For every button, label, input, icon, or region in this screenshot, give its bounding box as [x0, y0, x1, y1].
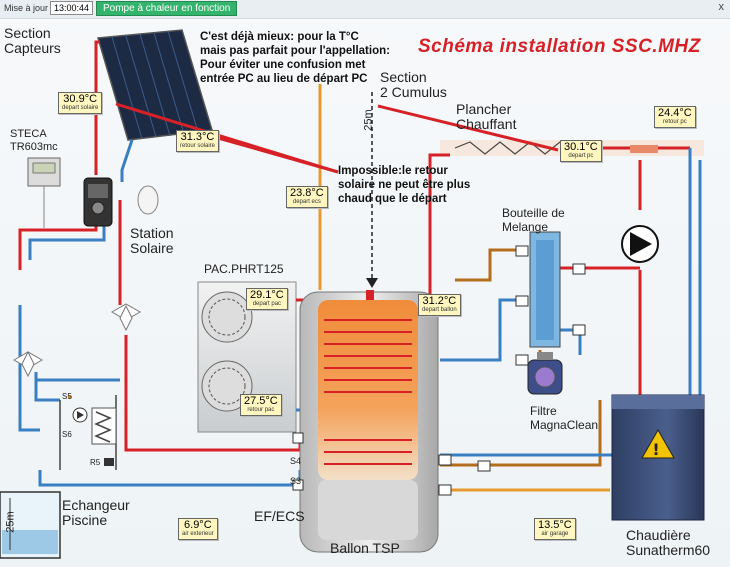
- section-capteurs-label: Section Capteurs: [4, 26, 61, 56]
- three-way-valves: [12, 303, 142, 378]
- note-line: chaud que le départ: [338, 193, 447, 205]
- label-line: Section: [4, 25, 51, 41]
- update-time: 13:00:44: [50, 1, 94, 15]
- chaudiere-label: Chaudière Sunatherm60: [626, 528, 710, 558]
- buffer-tank: [299, 290, 439, 553]
- label-line: TR603mc: [10, 141, 58, 153]
- label-line: Filtre: [530, 404, 557, 418]
- pool-exchanger: [59, 395, 117, 470]
- temp-depart-pc: 30.1°C depart pc: [560, 140, 602, 162]
- filtre-label: Filtre MagnaClean: [530, 404, 598, 432]
- annotation-arrows: [115, 102, 559, 174]
- temp-label: air garage: [541, 531, 569, 537]
- solar-panel: [97, 29, 213, 141]
- temp-value: 31.2°C: [422, 295, 457, 307]
- height-cumulus-label: 25m: [362, 109, 375, 131]
- note-line: solaire ne peut être plus: [338, 179, 471, 191]
- note-line: Impossible:le retour: [338, 165, 448, 177]
- temp-value: 24.4°C: [658, 107, 692, 119]
- label-line: Melange: [502, 220, 549, 234]
- temp-air-exterieur: 6.9°C air exterieur: [178, 518, 218, 540]
- valve-icons: [292, 245, 586, 496]
- label-line: Chaudière: [626, 527, 691, 543]
- sensor-s4: S4: [290, 456, 302, 466]
- temp-label: depart pac: [252, 301, 282, 307]
- temp-label: depart ballon: [422, 307, 457, 313]
- label-line: MagnaClean: [530, 418, 599, 432]
- temp-value: 27.5°C: [244, 395, 278, 407]
- dashed-arrow-icon: [366, 278, 378, 288]
- temp-depart-ecs: 23.8°C depart ecs: [286, 186, 328, 208]
- temp-label: retour pc: [663, 119, 687, 125]
- label-line: 2 Cumulus: [380, 84, 447, 100]
- label-line: Station: [130, 225, 174, 241]
- temp-label: retour solaire: [180, 143, 216, 149]
- temp-label: depart solaire: [62, 105, 99, 111]
- top-status-bar: Mise à jour à 13:00:44 Pompe à chaleur e…: [0, 0, 730, 19]
- section-cumulus-label: Section 2 Cumulus: [380, 70, 447, 100]
- sensor-s6: S6: [62, 430, 72, 439]
- diagram-title: Schéma installation SSC.MHZ: [418, 36, 701, 57]
- temp-value: 29.1°C: [250, 289, 284, 301]
- temp-retour-solaire: 31.3°C retour solaire: [176, 130, 220, 152]
- label-line: Bouteille de: [502, 206, 565, 220]
- temp-label: depart pc: [568, 153, 594, 159]
- note-mid: Impossible:le retour solaire ne peut êtr…: [338, 164, 470, 206]
- efecs-label: EF/ECS: [254, 508, 305, 524]
- temp-retour-pc: 24.4°C retour pc: [654, 106, 696, 128]
- label-line: Section: [380, 69, 427, 85]
- temp-label: retour pac: [247, 407, 275, 413]
- pac-label: PAC.PHRT125: [204, 262, 284, 276]
- label-line: Plancher: [456, 101, 512, 117]
- label-line: Chauffant: [456, 116, 517, 132]
- height-piscine-label: 25m: [4, 511, 17, 533]
- temp-depart-solaire: 30.9°C depart solaire: [58, 92, 103, 114]
- label-line: Sunatherm60: [626, 542, 711, 558]
- temp-label: depart ecs: [292, 199, 321, 205]
- note-line: entrée PC au lieu de départ PC: [200, 73, 368, 85]
- steca-controller: [27, 157, 61, 228]
- pool: [0, 491, 61, 559]
- bouteille-label: Bouteille de Melange: [502, 206, 565, 234]
- temp-value: 6.9°C: [184, 519, 212, 531]
- solar-station: [83, 177, 159, 227]
- label-line: Piscine: [62, 512, 108, 528]
- temp-retour-pac: 27.5°C retour pac: [240, 394, 282, 416]
- temp-value: 30.1°C: [564, 141, 598, 153]
- label-line: Capteurs: [4, 40, 61, 56]
- label-line: Echangeur: [62, 497, 130, 513]
- update-label: Mise à jour à: [4, 3, 56, 13]
- magnaclean-filter: [527, 352, 563, 395]
- temp-label: air exterieur: [182, 531, 214, 537]
- temp-air-garage: 13.5°C air garage: [534, 518, 576, 540]
- close-icon[interactable]: x: [718, 1, 725, 13]
- temp-value: 31.3°C: [180, 131, 215, 143]
- pump: [621, 225, 659, 263]
- svg-text:!: !: [652, 440, 659, 459]
- temp-value: 13.5°C: [538, 519, 572, 531]
- temp-value: 30.9°C: [63, 93, 98, 105]
- station-solaire-label: Station Solaire: [130, 226, 174, 256]
- ballon-label: Ballon TSP: [330, 540, 400, 556]
- note-line: C'est déjà mieux: pour la T°C: [200, 31, 359, 43]
- temp-value: 23.8°C: [290, 187, 324, 199]
- note-line: Pour éviter une confusion met: [200, 59, 366, 71]
- label-line: STECA: [10, 128, 47, 140]
- pump-status-badge: Pompe à chaleur en fonction: [96, 1, 238, 16]
- echangeur-label: Echangeur Piscine: [62, 498, 130, 528]
- sensor-r5: R5: [90, 458, 101, 467]
- temp-depart-pac: 29.1°C depart pac: [246, 288, 288, 310]
- section-plancher-label: Plancher Chauffant: [456, 102, 516, 132]
- steca-label: STECA TR603mc: [10, 128, 58, 154]
- boiler: !: [611, 394, 705, 521]
- temp-depart-ballon: 31.2°C depart ballon: [418, 294, 461, 316]
- note-top: C'est déjà mieux: pour la T°C mais pas p…: [200, 30, 390, 86]
- sensor-s5: S5: [62, 392, 72, 401]
- mixing-bottle: [529, 231, 561, 348]
- note-line: mais pas parfait pour l'appellation:: [200, 45, 390, 57]
- sensor-s3: S3: [290, 476, 302, 486]
- label-line: Solaire: [130, 240, 174, 256]
